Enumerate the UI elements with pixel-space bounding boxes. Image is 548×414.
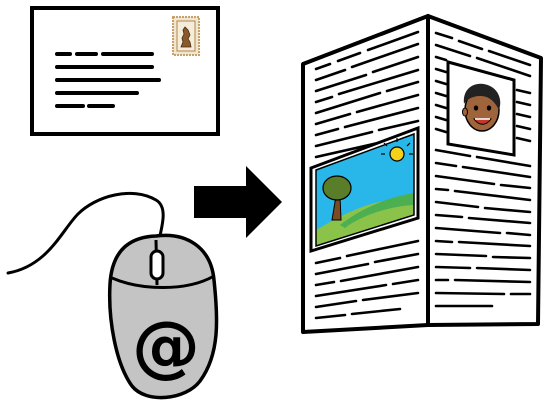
scroll-wheel: [151, 251, 163, 279]
at-sign: @: [131, 305, 201, 389]
envelope-icon: [32, 8, 218, 134]
postage-stamp-icon: [173, 17, 199, 55]
portrait-face-icon: [448, 62, 514, 155]
tri-fold-leaflet-icon: [303, 16, 541, 332]
right-arrow-icon: [194, 166, 282, 238]
